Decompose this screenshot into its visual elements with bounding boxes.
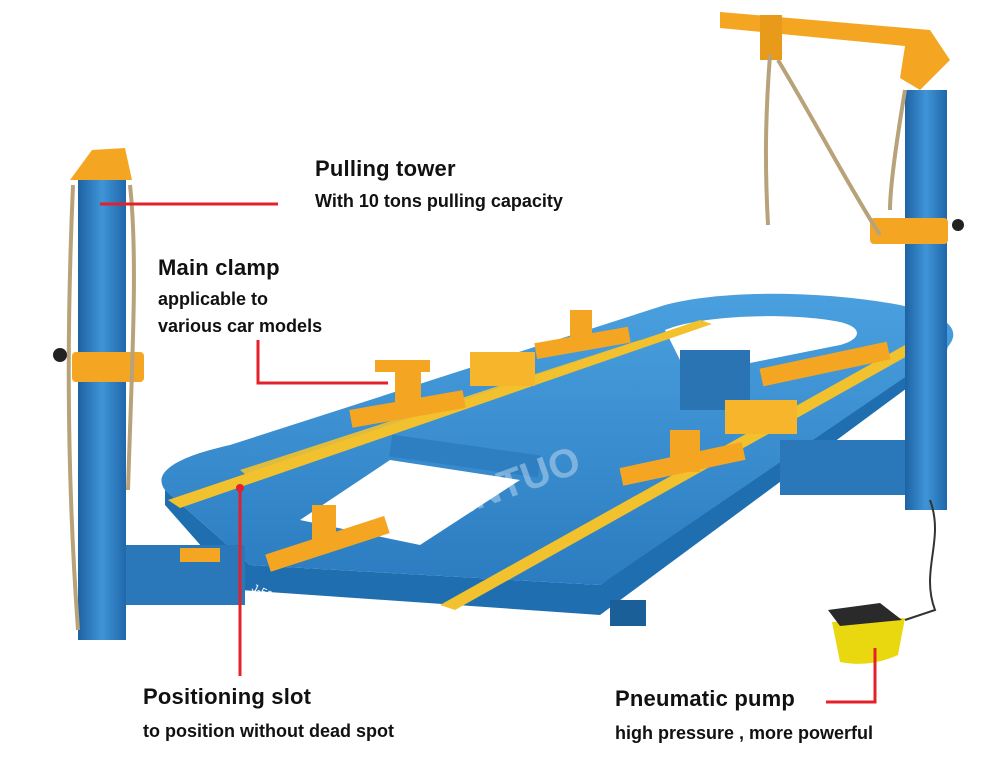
left-pulling-tower [53,148,144,640]
main-clamp-subtitle-line2: various car models [158,316,323,336]
main-clamp-subtitle-line1: applicable to [158,289,269,309]
pneumatic-pump-image [828,499,937,664]
pulling-tower-title: Pulling tower [315,156,456,181]
bench-platform [95,293,954,626]
positioning-slot-title: Positioning slot [143,684,312,709]
leader-line-pneumatic-pump [826,648,877,704]
positioning-slot-subtitle: to position without dead spot [143,721,394,741]
pneumatic-pump-callout: Pneumatic pump high pressure , more powe… [615,686,873,744]
leader-line-main-clamp [256,340,388,385]
right-pulling-tower [720,12,964,510]
main-clamps [180,310,891,572]
positioning-slot-callout: Positioning slot to position without dea… [143,684,394,742]
positioning-slot-marker [236,484,244,492]
main-clamp-callout: Main clamp applicable to various car mod… [158,255,322,337]
pulling-tower-callout: Pulling tower With 10 tons pulling capac… [315,156,563,212]
pneumatic-pump-subtitle: high pressure , more powerful [615,723,874,743]
leader-lines [100,202,877,704]
pneumatic-pump-title: Pneumatic pump [615,686,796,711]
main-clamp-title: Main clamp [158,255,280,280]
pulling-tower-subtitle: With 10 tons pulling capacity [315,191,563,211]
